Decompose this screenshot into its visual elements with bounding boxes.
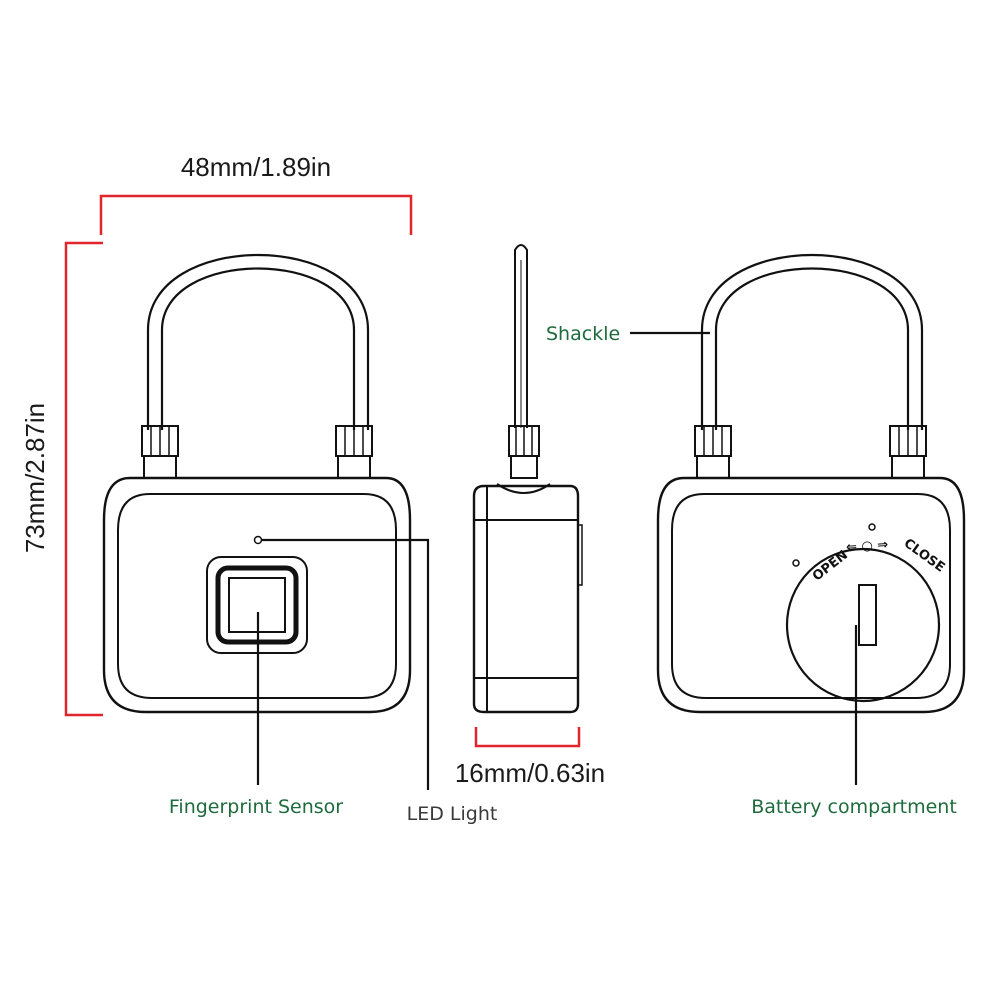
back-body: [656, 476, 966, 714]
battery-compartment-label: Battery compartment: [751, 796, 957, 818]
side-view: [472, 244, 583, 714]
front-body: [102, 476, 412, 714]
shackle-label: Shackle: [546, 323, 620, 345]
back-shackle: [700, 254, 924, 430]
height-dimension-label: 73mm/2.87in: [20, 403, 50, 553]
battery-cover-slot: [858, 584, 877, 646]
fingerprint-sensor-label: Fingerprint Sensor: [169, 796, 343, 818]
front-shackle: [146, 254, 370, 430]
led-leader: [262, 538, 430, 790]
battery-cover: [785, 547, 941, 703]
depth-dimension-label: 16mm/0.63in: [455, 758, 605, 788]
led-light-dot: [253, 535, 263, 545]
side-shackle: [514, 244, 528, 428]
depth-dimension: 16mm/0.63in: [455, 727, 605, 788]
led-light-label: LED Light: [407, 803, 498, 825]
side-body: [472, 484, 580, 714]
width-dimension-label: 48mm/1.89in: [181, 152, 331, 182]
back-view: OPEN ⇐ ○ ⇒ CLOSE: [656, 254, 966, 714]
dial-arrows: ⇐ ○ ⇒: [846, 537, 889, 555]
front-view: [102, 254, 412, 714]
height-dimension: 73mm/2.87in: [20, 241, 103, 717]
leader-lines: [256, 331, 858, 790]
dial-close-label: CLOSE: [901, 536, 948, 576]
width-dimension: 48mm/1.89in: [99, 152, 413, 235]
